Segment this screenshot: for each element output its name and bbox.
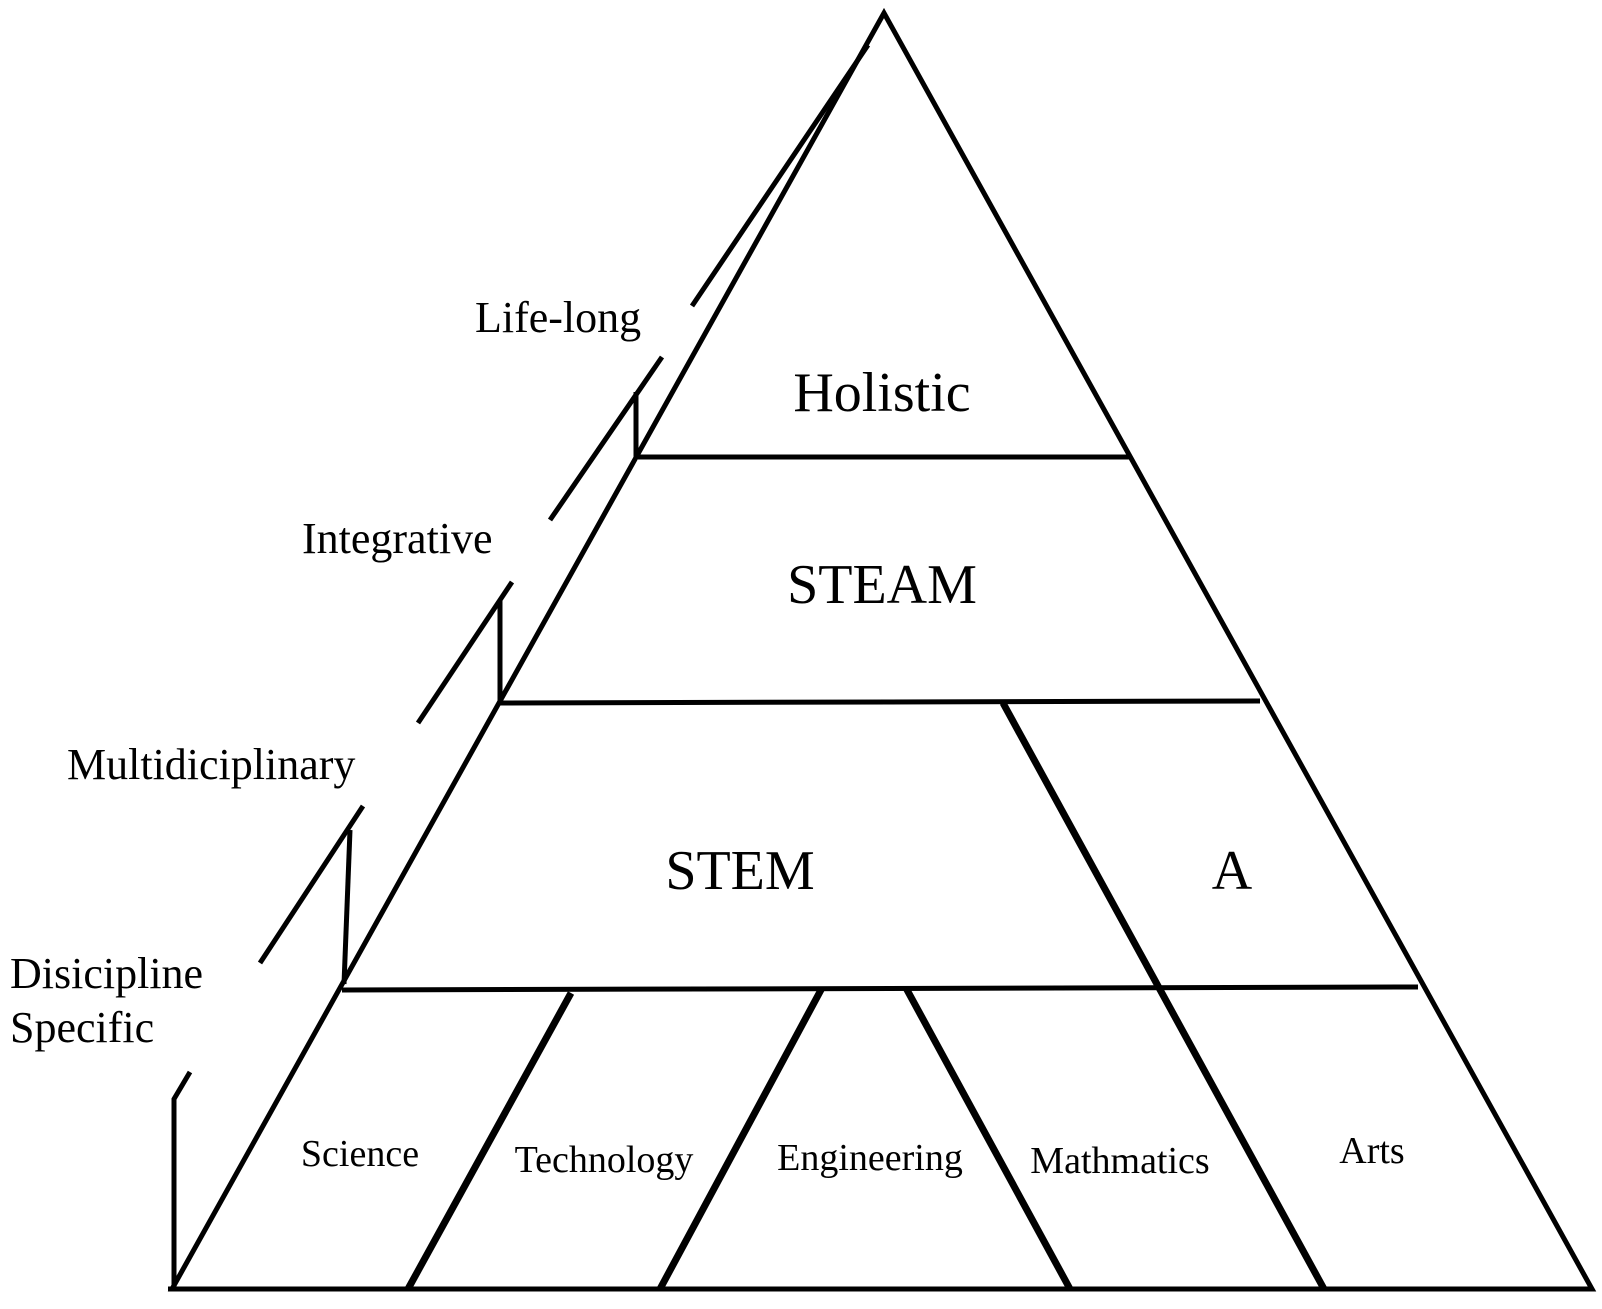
discipline-technology: Technology	[515, 1139, 694, 1181]
divider-stem-disciplines	[341, 984, 1419, 993]
bracket-step-discipline	[171, 1070, 193, 1289]
bracket-slope-multidiciplinary	[257, 804, 366, 965]
discipline-engineering: Engineering	[777, 1137, 963, 1179]
side-label-specific: Specific	[10, 1003, 154, 1052]
bracket-slope-lifelong	[547, 355, 665, 522]
side-label-multidiciplinary: Multidiciplinary	[67, 740, 355, 789]
discipline-science: Science	[301, 1133, 419, 1175]
staircase-bracket	[168, 43, 871, 1292]
tier-label-stem: STEM	[665, 840, 814, 902]
divider-stem-a	[999, 701, 1328, 1291]
side-label-disicipline: Disicipline	[10, 949, 203, 998]
bracket-slope-integrative	[415, 580, 515, 725]
pyramid-outline	[167, 7, 1597, 1292]
bracket-step-multidiciplinary	[341, 829, 353, 985]
side-label-integrative: Integrative	[302, 514, 493, 563]
divider-engineering-mathmatics	[902, 986, 1074, 1291]
bracket-top-slope	[689, 43, 871, 308]
divider-steam-stem	[499, 698, 1261, 706]
discipline-arts: Arts	[1339, 1130, 1404, 1172]
side-label-life-long: Life-long	[475, 293, 641, 342]
tier-label-a: A	[1212, 840, 1253, 902]
tier-label-steam: STEAM	[787, 554, 977, 616]
tier-label-holistic: Holistic	[793, 362, 970, 424]
divider-technology-engineering	[656, 986, 826, 1291]
divider-science-technology	[404, 991, 575, 1291]
discipline-mathmatics: Mathmatics	[1030, 1140, 1209, 1182]
